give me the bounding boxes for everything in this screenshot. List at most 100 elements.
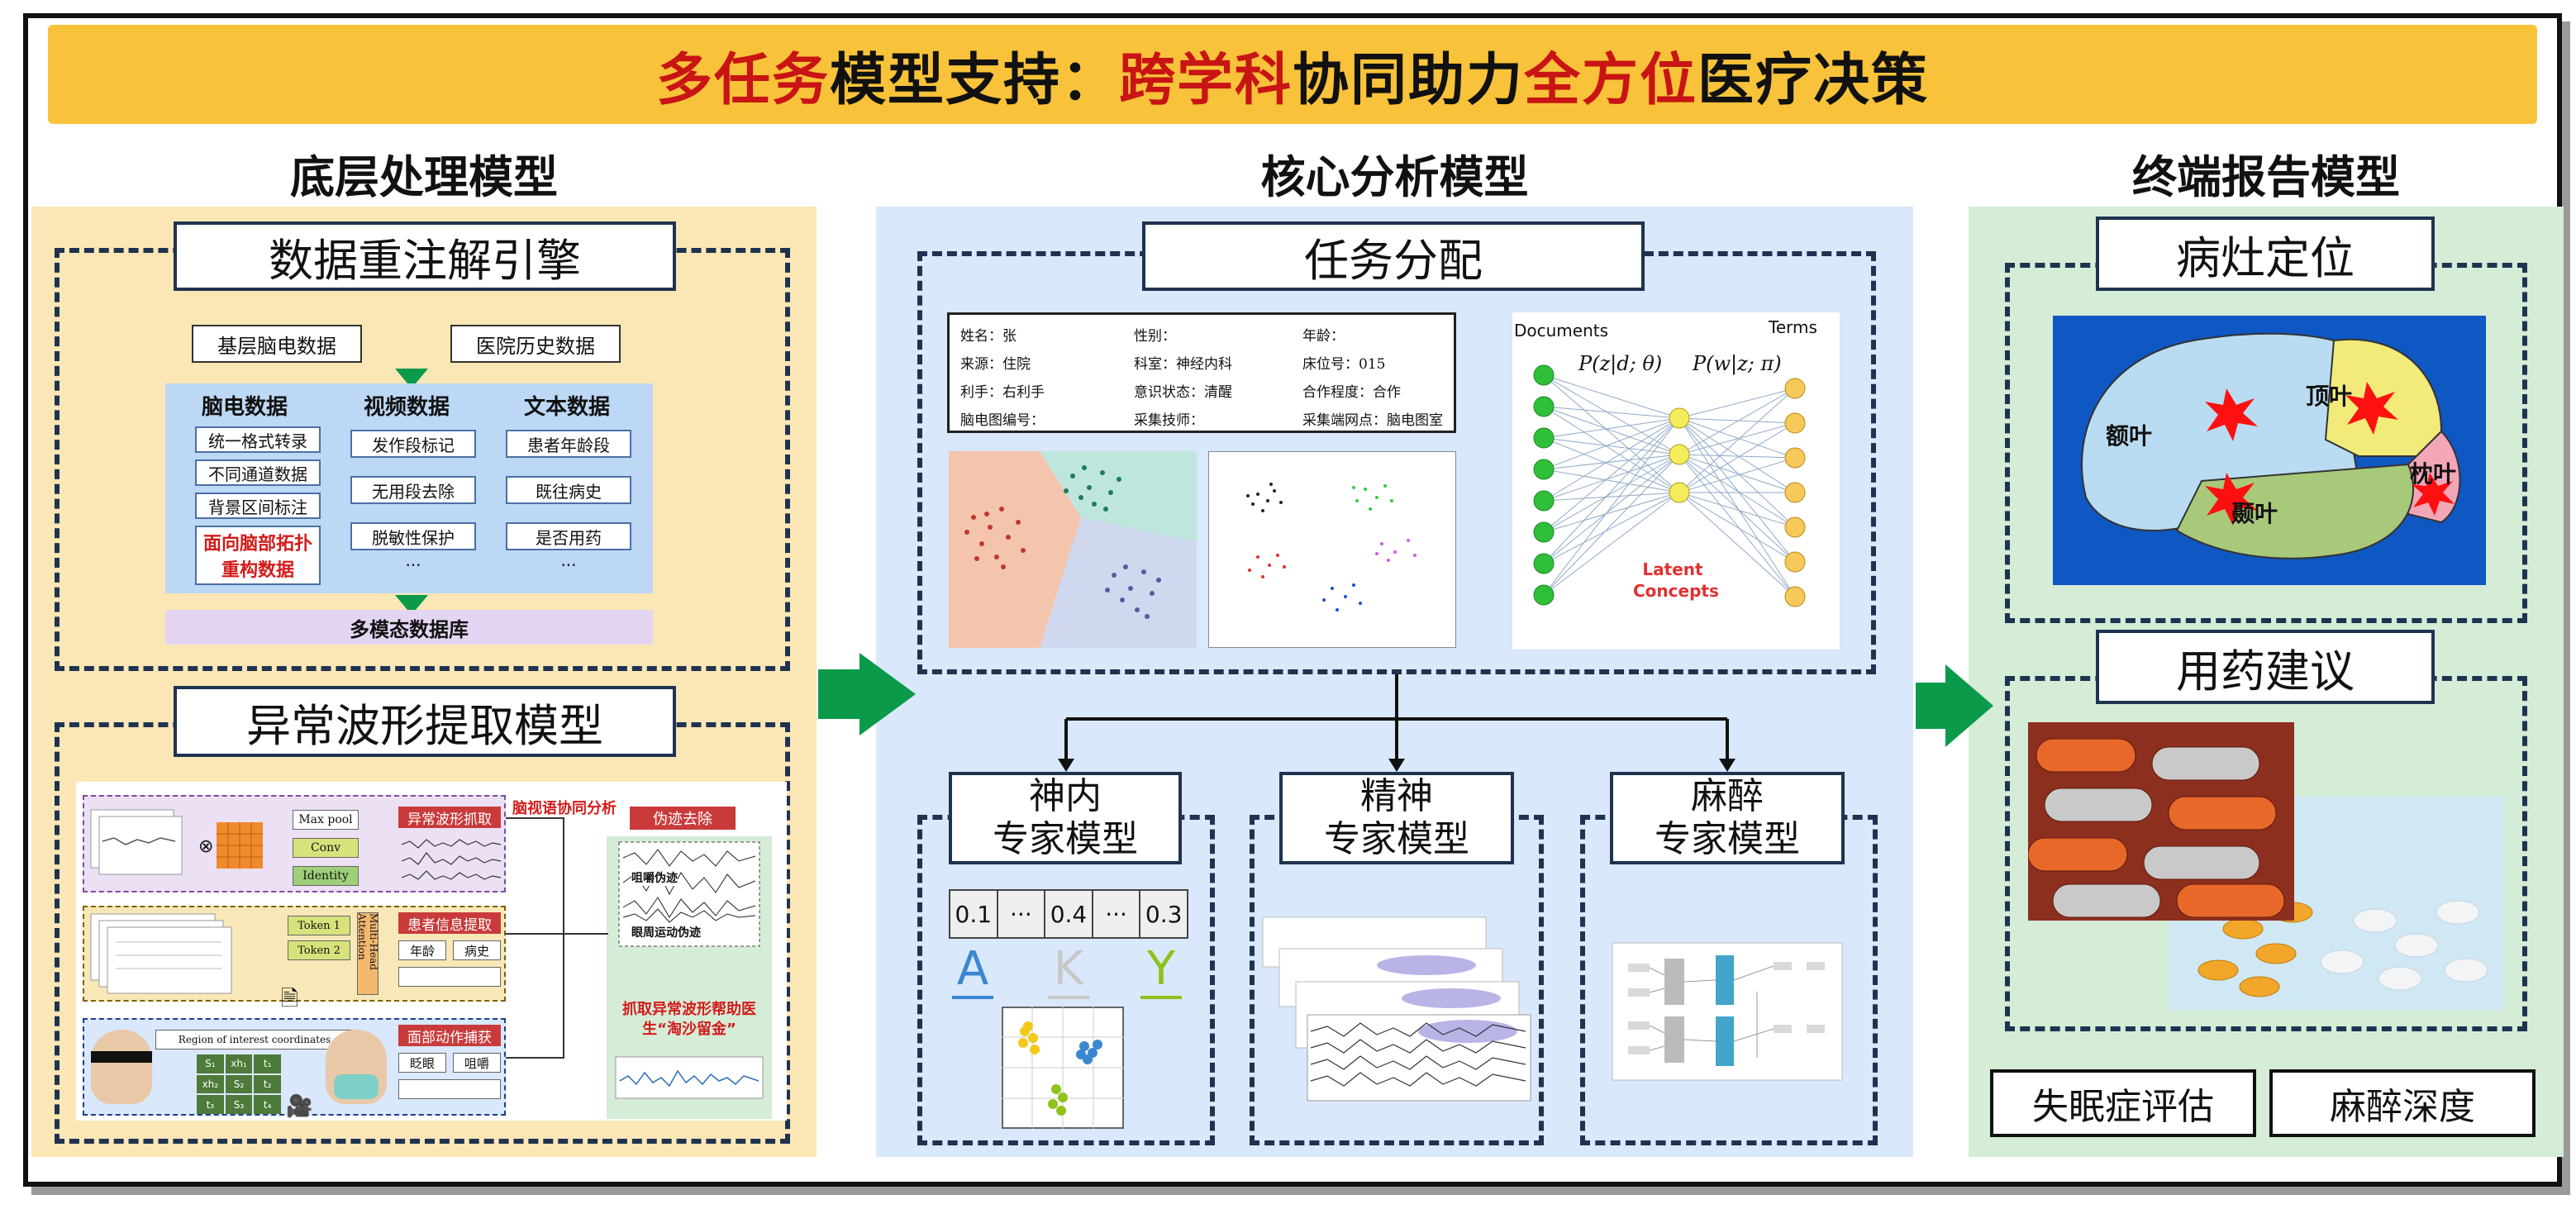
banner-part2: 模型支持： [829, 47, 1119, 113]
section-title-left: 底层处理模型 [290, 151, 558, 203]
token2-block: Token 2 [288, 940, 350, 960]
letter-k: K [1048, 942, 1089, 999]
plsa-diagram [1512, 312, 1840, 650]
roi-cell: S₁ [197, 1054, 224, 1073]
attention-block: Multi-Head Attention [356, 912, 379, 995]
form-field: 年龄： [1302, 328, 1345, 345]
expert-psych-line2: 专家模型 [1324, 818, 1469, 860]
banner-part4: 协同助力 [1293, 47, 1525, 113]
letter-a: A [952, 942, 993, 999]
multimodal-label: 脑视语协同分析 [512, 800, 617, 817]
wave-title: 异常波形提取模型 [174, 686, 676, 757]
multimodal-database: 多模态数据库 [165, 610, 653, 645]
prob-cell: 0.4 [1045, 891, 1093, 937]
section-title-middle: 核心分析模型 [1260, 151, 1529, 203]
banner-part3: 跨学科 [1118, 47, 1293, 113]
text-item: 既往病史 [506, 476, 631, 504]
form-field: 脑电图编号： [960, 412, 1045, 429]
banner-part6: 医疗决策 [1697, 47, 1930, 113]
terms-label: Terms [1769, 317, 1817, 337]
text-item: 是否用药 [506, 522, 631, 550]
pills-photo [2028, 722, 2504, 1010]
source-hospital: 医院历史数据 [450, 325, 621, 363]
banner-part5: 全方位 [1524, 47, 1698, 113]
conv-kernel-icon [217, 822, 263, 869]
eeg-stack-icon [1262, 916, 1531, 1102]
form-field: 床位号：015 [1302, 356, 1386, 373]
documents-label: Documents [1514, 321, 1609, 340]
section-title-right: 终端报告模型 [2132, 151, 2400, 203]
brain-label-temporal: 颞叶 [2231, 500, 2278, 527]
drug-title: 用药建议 [2096, 630, 2435, 704]
letter-y: Y [1140, 942, 1182, 999]
task-connector-tree [1058, 674, 1736, 772]
conv-block: Conv [293, 838, 359, 858]
eeg-item: 背景区间标注 [195, 493, 321, 519]
form-field: 采集技师： [1134, 412, 1204, 429]
brain-label-occipital: 枕叶 [2410, 460, 2457, 488]
arrow-shaft [1916, 683, 1947, 729]
extra-chip [398, 967, 501, 987]
expert-anes-line2: 专家模型 [1655, 818, 1800, 860]
prob-cell: 0.1 [950, 891, 998, 937]
prob-cell: ··· [998, 891, 1046, 937]
form-field: 采集端网点：脑电图室 [1302, 412, 1443, 429]
eeg-sheets-icon [90, 809, 183, 875]
expert-psych-line1: 精神 [1360, 775, 1433, 817]
eye-artifact-label: 眼周运动伪迹 [631, 924, 701, 940]
eeg-item: 统一格式转录 [195, 426, 321, 453]
plsa-network [1533, 364, 1806, 607]
face-mask-overlay [334, 1074, 379, 1099]
brain-map [2053, 316, 2486, 585]
text-sheets-icon [90, 913, 232, 994]
roi-cell: xh₂ [197, 1074, 224, 1094]
roi-cell: t₃ [197, 1095, 224, 1114]
roi-cell: t₂ [254, 1074, 281, 1094]
dot-cluster-grid [1002, 1007, 1124, 1129]
form-field: 科室：神经内科 [1134, 356, 1232, 373]
roi-cell: t₄ [254, 1095, 281, 1114]
roi-cell: xh₁ [225, 1054, 253, 1073]
blink-chip: 眨眼 [398, 1053, 446, 1073]
extract-note: 抓取异常波形帮助医生“淘沙留金” [622, 1001, 756, 1038]
text-item: 患者年龄段 [506, 430, 631, 458]
eeg-item: 不同通道数据 [195, 459, 321, 486]
video-item: 发作段标记 [350, 430, 476, 458]
multiply-icon: ⊗ [198, 836, 214, 857]
form-field: 来源：住院 [960, 356, 1031, 373]
abnormal-wave-icon [402, 839, 501, 880]
text-item: ··· [560, 555, 577, 575]
banner-part1: 多任务 [655, 47, 830, 113]
video-item: 脱敏性保护 [350, 522, 476, 550]
prob-cell: 0.3 [1145, 900, 1183, 928]
video-item: 无用段去除 [350, 476, 476, 504]
task-title: 任务分配 [1142, 221, 1645, 291]
engine-title: 数据重注解引擎 [174, 221, 676, 291]
arrow-right-icon [859, 653, 916, 735]
expert-neuro-line2: 专家模型 [993, 818, 1138, 860]
result-wave-icon [615, 1056, 764, 1099]
face-photo-left [91, 1030, 152, 1104]
wave-connectors [506, 817, 608, 1059]
identity-block: Identity [293, 866, 359, 886]
history-chip: 病史 [453, 940, 501, 960]
col-head-eeg: 脑电数据 [201, 395, 288, 420]
expert-anes: 麻醉 专家模型 [1610, 772, 1845, 864]
cluster-region-plot [949, 451, 1197, 648]
patient-info-label: 患者信息提取 [398, 912, 501, 934]
anesthesia-depth-box: 麻醉深度 [2269, 1069, 2536, 1137]
form-field: 合作程度：合作 [1302, 384, 1401, 401]
patient-form [947, 312, 1456, 433]
source-eeg: 基层脑电数据 [192, 325, 362, 363]
form-field: 意识状态：清醒 [1134, 384, 1232, 401]
artifact-label: 伪迹去除 [630, 807, 736, 830]
col-head-video: 视频数据 [363, 395, 450, 420]
formula-1: P(z|d; θ) [1578, 352, 1663, 375]
form-field: 利手：右利手 [960, 384, 1045, 401]
eye-mask-bar [91, 1051, 152, 1063]
col-head-text: 文本数据 [523, 395, 610, 420]
probability-vector: 0.1 ··· 0.4 ··· 0.3 [949, 889, 1188, 939]
token1-block: Token 1 [288, 916, 350, 935]
document-check-icon: 🗎 [281, 987, 298, 1011]
roi-cell: t₁ [254, 1054, 281, 1073]
